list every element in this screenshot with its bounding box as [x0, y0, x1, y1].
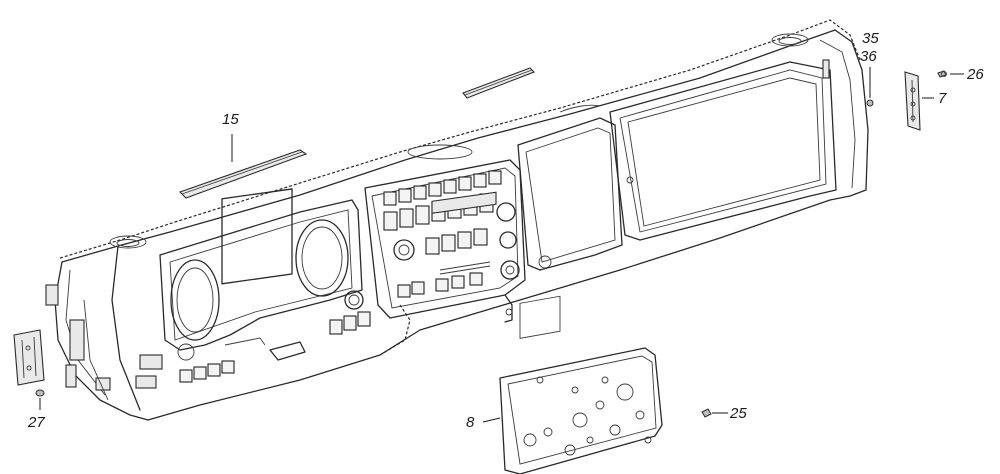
- clip-part-25: [701, 408, 712, 418]
- callout-15: 15: [222, 111, 239, 128]
- callout-36: 36: [860, 48, 877, 65]
- instrument-cluster: [159, 188, 371, 383]
- left-end-details: [45, 284, 163, 401]
- callout-27: 27: [27, 414, 45, 431]
- callout-35: 35: [862, 30, 879, 47]
- callout-8: 8: [466, 414, 475, 431]
- left-bracket: [13, 329, 45, 397]
- center-console: [364, 159, 526, 323]
- screw-part-36: [866, 99, 874, 107]
- callout-26: 26: [966, 66, 984, 83]
- callout-7: 7: [938, 90, 947, 107]
- dashboard-body: [54, 19, 869, 421]
- clip-part-26: [937, 70, 947, 78]
- leader-lines: [39, 67, 964, 423]
- callout-25: 25: [729, 405, 747, 422]
- bracket-part-7: [904, 71, 921, 131]
- callout-labels: 15 35 36 26 7 27 8 25: [27, 30, 984, 431]
- passenger-panel: [517, 59, 837, 271]
- back-panel-part-8: [499, 295, 663, 474]
- trim-strips: [178, 67, 535, 199]
